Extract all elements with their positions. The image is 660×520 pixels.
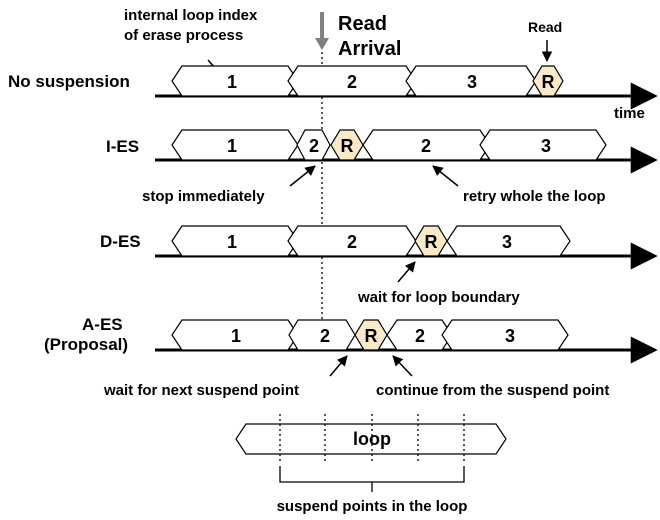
row-label-a-es: A-ES: [82, 315, 123, 334]
read-annotation: Read: [528, 19, 562, 63]
segment-label: 3: [505, 326, 515, 346]
segment-label: 2: [415, 326, 425, 346]
segment-3: [479, 129, 607, 161]
segment-label: R: [341, 136, 354, 156]
note-loop-boundary: wait for loop boundary: [357, 289, 520, 306]
row-label-d-es: D-ES: [100, 232, 141, 251]
segment-label: 2: [347, 72, 357, 92]
suspend-points-caption: suspend points in the loop: [277, 498, 468, 515]
a-es-annotations: wait for next suspend point continue fro…: [103, 355, 609, 399]
read-arrival: Read Arrival: [315, 12, 401, 60]
segments-a-es: 1 2 R 2 3: [171, 319, 569, 351]
row-label-proposal: (Proposal): [44, 335, 128, 354]
segment-2: [287, 225, 417, 257]
segment-3: [405, 65, 537, 97]
segment-3: [446, 225, 571, 257]
segments-d-es: 1 2 R 3: [171, 225, 571, 257]
segment-read: [532, 65, 564, 97]
segment-1: [171, 225, 299, 257]
segments-no-suspension: 1 2 3 R: [171, 65, 564, 97]
segment-label: 3: [467, 72, 477, 92]
read-arrival-label-1: Read: [338, 13, 387, 35]
segment-label: 1: [227, 136, 237, 156]
segment-label: 2: [347, 232, 357, 252]
segment-1: [171, 319, 299, 351]
segment-label: 2: [421, 136, 431, 156]
time-label: time: [614, 105, 645, 122]
segment-label: 2: [309, 136, 319, 156]
suspend-points-bracket: [279, 466, 465, 483]
note-next-suspend-point: wait for next suspend point: [103, 382, 299, 399]
loop-shape: [235, 423, 507, 455]
segment-1: [171, 65, 299, 97]
read-arrival-arrowhead: [315, 38, 329, 50]
segment-2-resume: [386, 319, 453, 351]
continue-arrow: [392, 355, 413, 377]
stop-immediately-arrow: [289, 165, 316, 187]
note-stop-immediately: stop immediately: [142, 188, 265, 205]
read-label: Read: [528, 19, 562, 35]
index-label-1: internal loop index: [124, 7, 258, 24]
loop-boundary-arrow: [397, 261, 416, 283]
segment-3: [441, 319, 569, 351]
segment-label: 3: [502, 232, 512, 252]
segment-label: R: [365, 326, 378, 346]
segment-1: [171, 129, 299, 161]
segment-label: R: [542, 72, 555, 92]
segments-i-es: 1 2 R 2 3: [171, 129, 607, 161]
segment-label: R: [425, 232, 438, 252]
segment-read: [414, 225, 448, 257]
index-label-2: of erase process: [124, 27, 243, 44]
segment-read: [330, 129, 364, 161]
row-label-no-suspension: No suspension: [8, 72, 130, 91]
segment-label: 1: [227, 232, 237, 252]
read-arrival-label-2: Arrival: [338, 38, 401, 60]
next-suspend-point-arrow: [329, 355, 348, 377]
segment-label: 1: [231, 326, 241, 346]
segment-label: 1: [227, 72, 237, 92]
note-retry-loop: retry whole the loop: [463, 188, 606, 205]
segment-label: 3: [541, 136, 551, 156]
i-es-annotations: stop immediately retry whole the loop: [142, 165, 606, 205]
loop-legend: loop suspend points in the loop: [235, 414, 507, 515]
segment-2-partial: [288, 319, 356, 351]
row-label-i-es: I-ES: [106, 137, 139, 156]
segment-2-retry: [362, 129, 491, 161]
segment-2: [287, 65, 417, 97]
note-continue: continue from the suspend point: [376, 382, 609, 399]
retry-loop-arrow: [432, 165, 459, 187]
segment-label: 2: [320, 326, 330, 346]
segment-read: [354, 319, 388, 351]
d-es-annotations: wait for loop boundary: [357, 261, 520, 306]
segment-2-partial: [296, 129, 331, 161]
